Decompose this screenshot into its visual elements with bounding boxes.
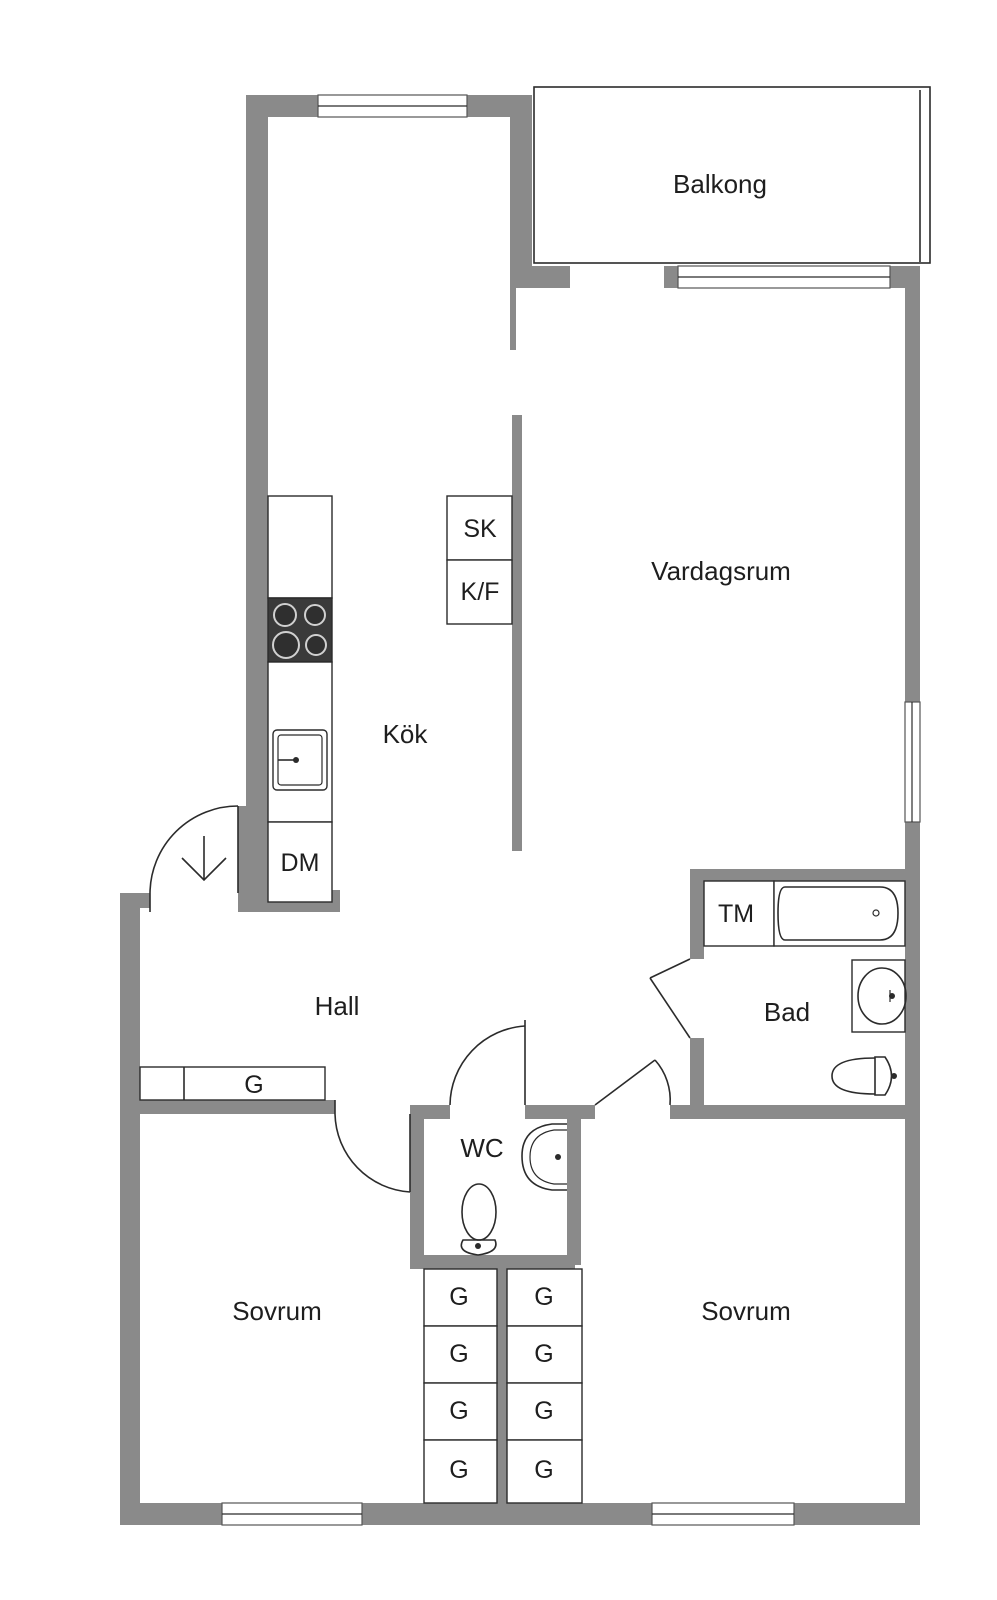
label-balkong: Balkong	[673, 169, 767, 199]
label-bad: Bad	[764, 997, 810, 1027]
closets	[423, 1268, 583, 1504]
label-closet-g: G	[449, 1456, 468, 1484]
label-closet-g: G	[534, 1456, 553, 1484]
entrance-arrow-icon	[181, 836, 227, 882]
kitchen-counter	[267, 495, 333, 903]
label-sk: SK	[463, 515, 497, 543]
label-hall-g: G	[244, 1071, 263, 1099]
label-hall: Hall	[315, 991, 360, 1021]
label-kok: Kök	[383, 719, 429, 749]
kf-cabinet	[446, 559, 513, 625]
wc-sink	[521, 1123, 567, 1191]
label-closet-g: G	[534, 1340, 553, 1368]
label-sovrum-left: Sovrum	[232, 1296, 322, 1326]
doors	[149, 805, 691, 1193]
walls	[120, 95, 920, 1525]
balcony	[533, 86, 931, 264]
label-closet-g: G	[534, 1397, 553, 1425]
kitchen-sink	[272, 729, 328, 791]
label-closet-g: G	[449, 1340, 468, 1368]
bathroom-sink	[851, 959, 907, 1033]
windows	[221, 94, 921, 1526]
label-wc: WC	[460, 1133, 503, 1163]
label-kf: K/F	[461, 578, 500, 606]
label-tm: TM	[718, 900, 754, 928]
label-closet-g: G	[449, 1283, 468, 1311]
label-vardagsrum: Vardagsrum	[651, 556, 791, 586]
label-closet-g: G	[534, 1283, 553, 1311]
sk-cabinet	[446, 495, 513, 561]
tm-box	[703, 880, 775, 947]
label-dm: DM	[281, 849, 320, 877]
label-sovrum-right: Sovrum	[701, 1296, 791, 1326]
bathtub	[773, 880, 906, 947]
wc-toilet	[460, 1183, 497, 1256]
hall-closet	[139, 1066, 326, 1101]
label-closet-g: G	[449, 1397, 468, 1425]
bathroom-toilet	[831, 1056, 897, 1096]
